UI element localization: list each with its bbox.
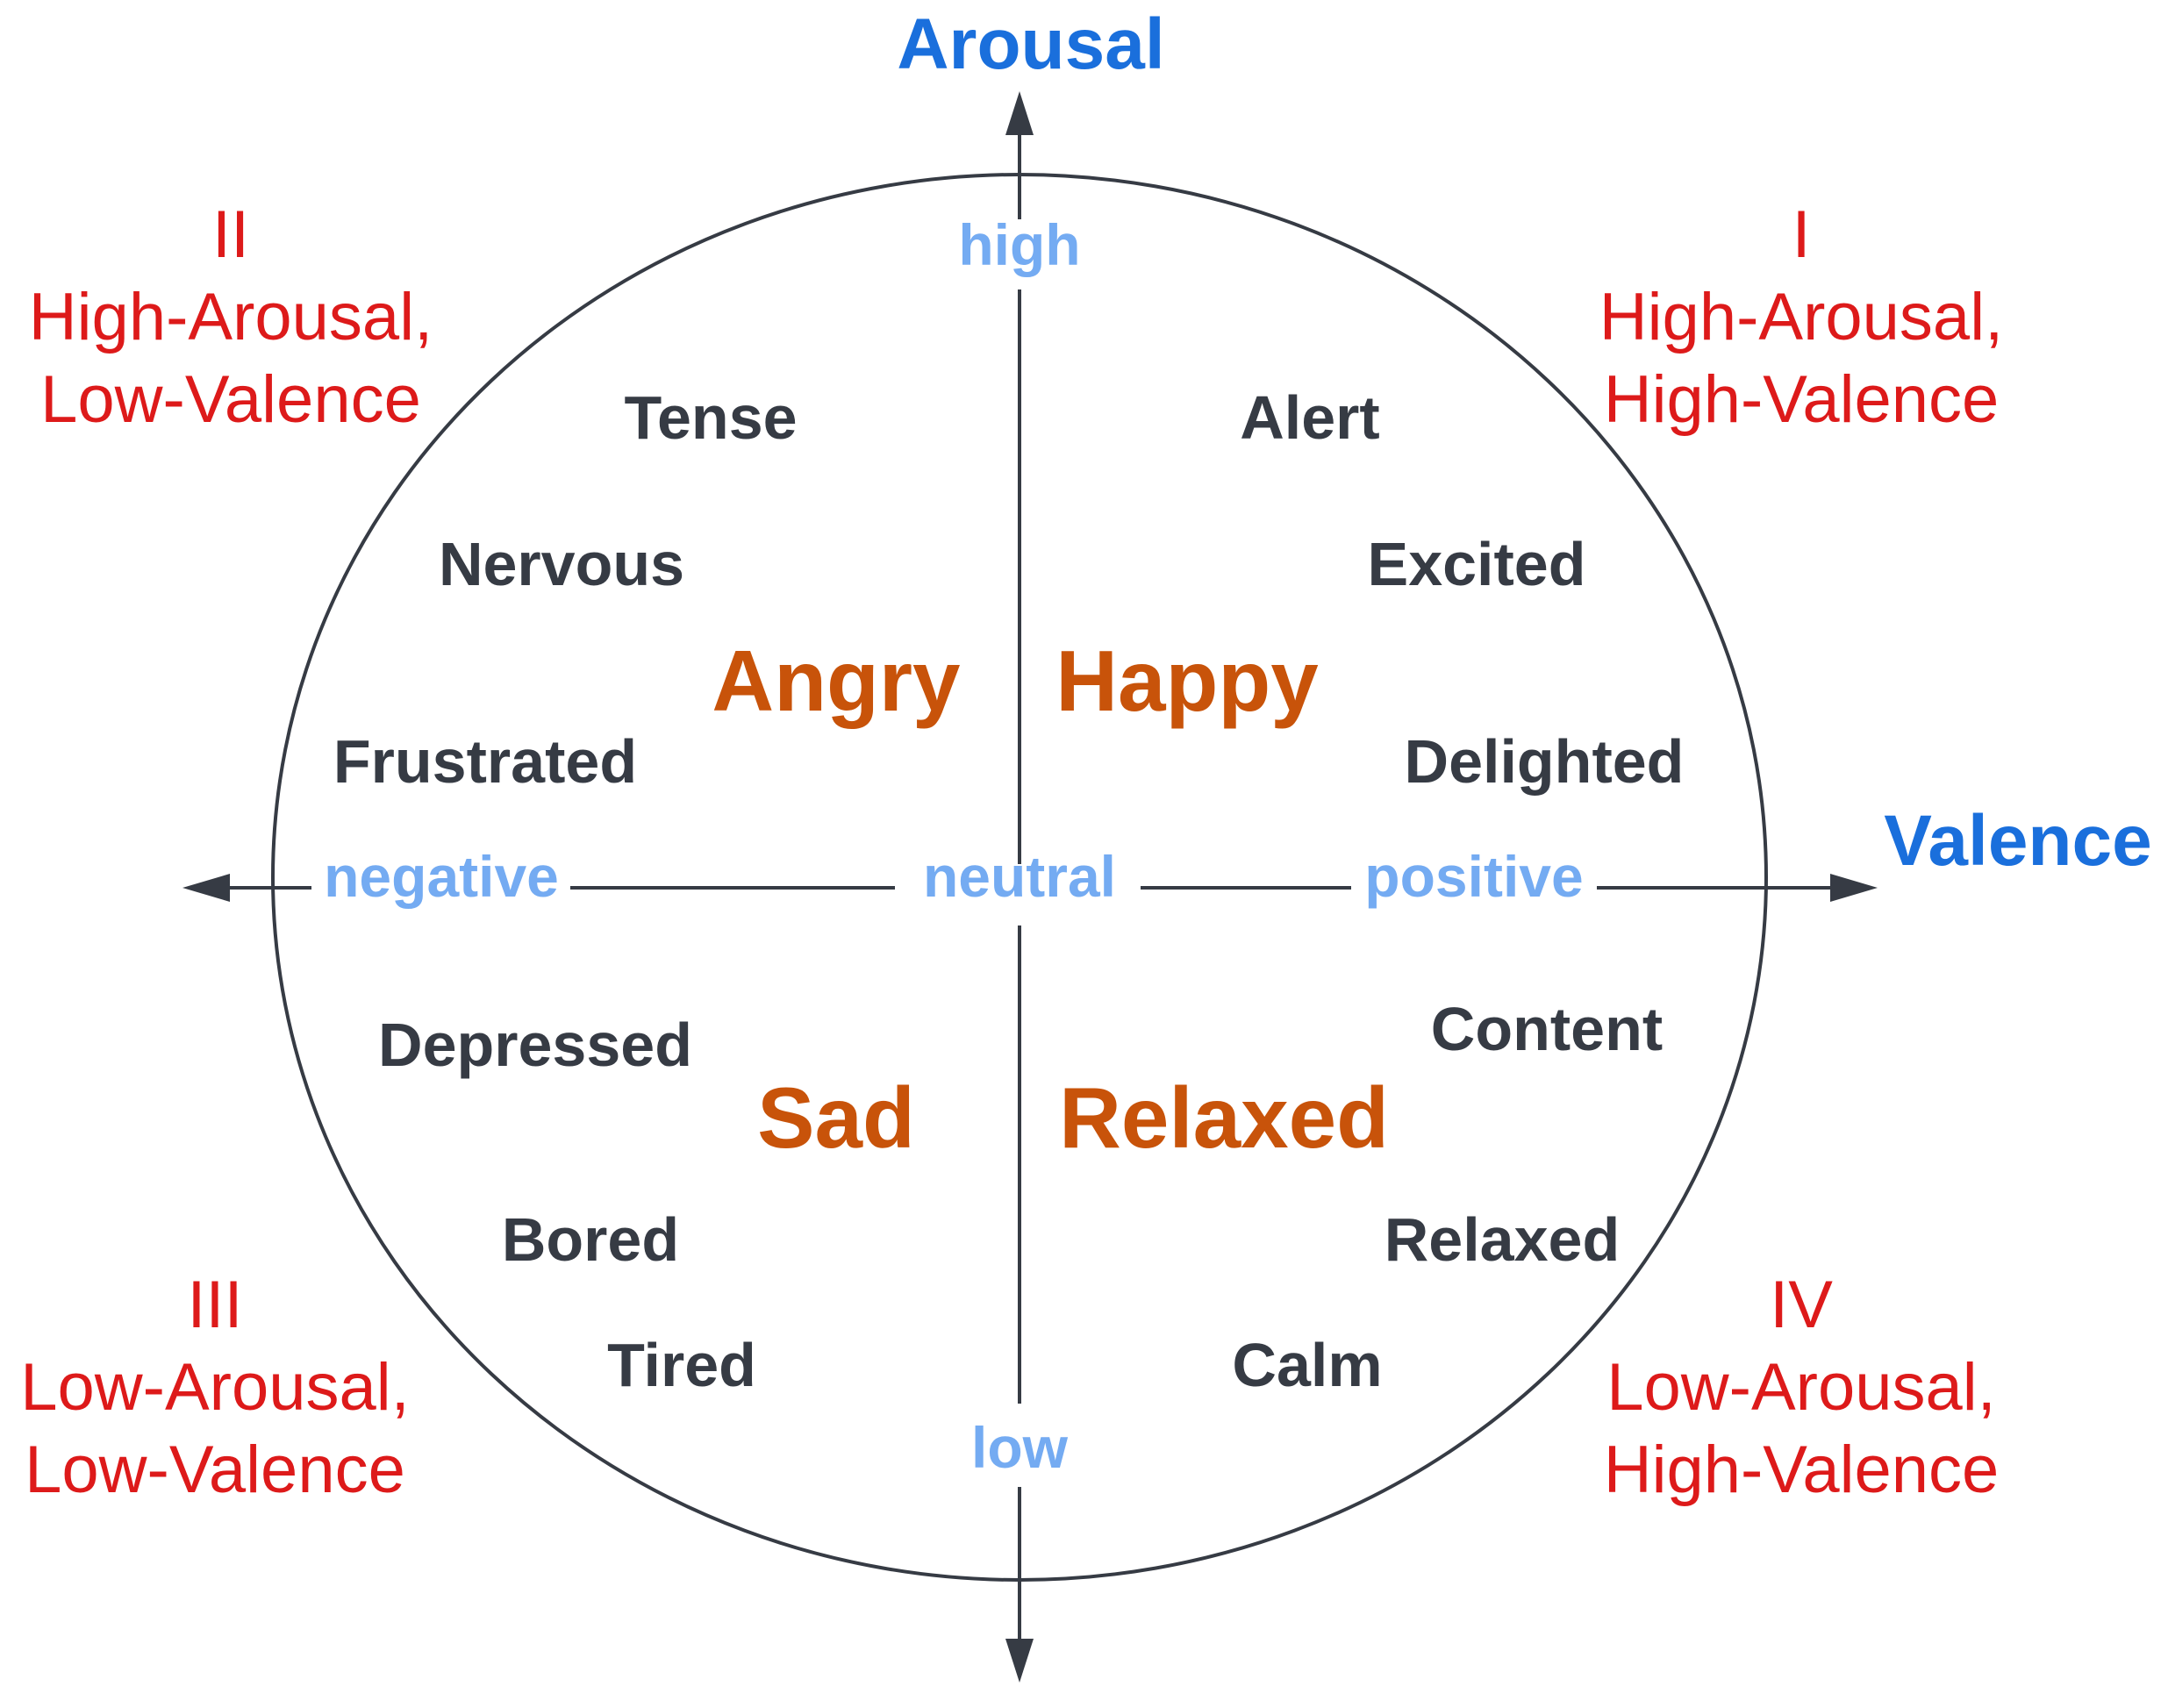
pole-label-negative: negative: [324, 844, 559, 909]
emotion-frustrated: Frustrated: [333, 727, 637, 796]
quadrant-line2: High-Valence: [1604, 1433, 2000, 1507]
emotion-bored: Bored: [502, 1205, 679, 1274]
category-sad: Sad: [757, 1069, 915, 1166]
quadrant-line2: Low-Valence: [25, 1433, 405, 1507]
quadrant-label-i: I High-Arousal, High-Valence: [1599, 197, 2003, 437]
emotion-content: Content: [1431, 995, 1663, 1063]
valence-arrow-right-icon: [1830, 874, 1878, 902]
valence-arrow-left-icon: [182, 874, 230, 902]
quadrant-line1: High-Arousal,: [1599, 280, 2003, 354]
quadrant-numeral: I: [1792, 197, 1810, 272]
quadrant-numeral: IV: [1770, 1268, 1833, 1342]
quadrant-line1: Low-Arousal,: [20, 1350, 410, 1425]
emotion-nervous: Nervous: [439, 530, 684, 598]
emotion-excited: Excited: [1368, 530, 1586, 598]
emotion-words: Tense Nervous Frustrated Alert Excited D…: [333, 383, 1685, 1399]
quadrant-line2: High-Valence: [1604, 362, 2000, 437]
quadrant-numeral: II: [212, 197, 249, 272]
pole-label-positive: positive: [1364, 844, 1583, 909]
quadrant-line1: High-Arousal,: [29, 280, 433, 354]
quadrant-line2: Low-Valence: [40, 362, 421, 437]
emotion-tense: Tense: [624, 383, 797, 452]
pole-label-low: low: [971, 1415, 1069, 1480]
category-relaxed: Relaxed: [1059, 1069, 1389, 1166]
emotion-delighted: Delighted: [1405, 727, 1685, 796]
arousal-arrow-up-icon: [1005, 91, 1034, 135]
emotion-depressed: Depressed: [378, 1011, 692, 1079]
arousal-axis-title: Arousal: [897, 4, 1164, 84]
emotion-tired: Tired: [607, 1331, 756, 1399]
quadrant-label-iv: IV Low-Arousal, High-Valence: [1604, 1268, 2000, 1507]
category-happy: Happy: [1055, 632, 1319, 729]
emotion-alert: Alert: [1240, 383, 1379, 452]
quadrant-numeral: III: [187, 1268, 242, 1342]
category-angry: Angry: [712, 632, 960, 729]
emotion-calm: Calm: [1232, 1331, 1382, 1399]
pole-label-high: high: [958, 212, 1080, 277]
arousal-arrow-down-icon: [1005, 1639, 1034, 1683]
valence-axis-title: Valence: [1884, 801, 2151, 881]
quadrant-line1: Low-Arousal,: [1606, 1350, 1996, 1425]
quadrant-label-ii: II High-Arousal, Low-Valence: [29, 197, 433, 437]
pole-label-neutral: neutral: [923, 844, 1116, 909]
emotion-relaxed: Relaxed: [1385, 1205, 1620, 1274]
quadrant-label-iii: III Low-Arousal, Low-Valence: [20, 1268, 410, 1507]
